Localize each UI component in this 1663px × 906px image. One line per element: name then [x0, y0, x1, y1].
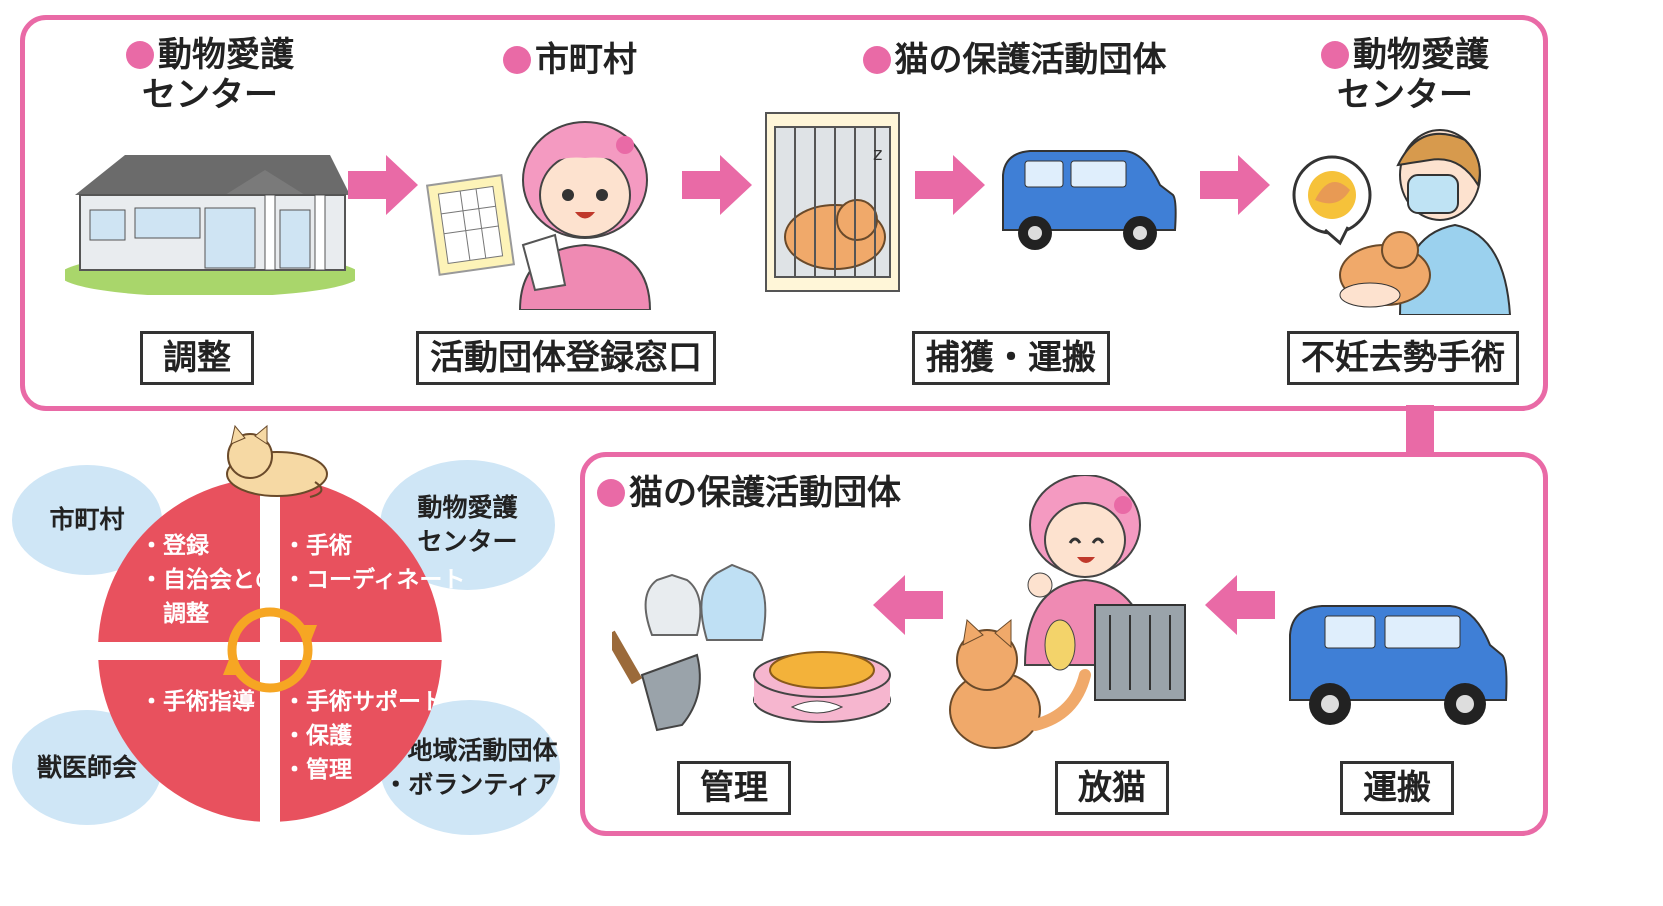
step-label-adjustment: 調整: [140, 331, 254, 385]
flow-arrow-right: [348, 155, 418, 215]
clerk-with-document-icon: [425, 121, 652, 310]
bullet-dot-icon: [126, 41, 154, 69]
releasing-cat-icon: [949, 475, 1186, 749]
svg-text:z: z: [873, 144, 882, 165]
cleanup-supplies-icon: [612, 563, 891, 732]
flow-arrow-right: [915, 155, 985, 215]
flow-arrow-right: [1200, 155, 1270, 215]
blue-car-icon: [1289, 605, 1508, 725]
org-heading-municipality: 市町村: [495, 40, 645, 80]
org-heading-center-1: 動物愛護 センター: [110, 35, 310, 115]
cat-in-cage-icon: z: [765, 112, 900, 292]
bullet-dot-icon: [503, 46, 531, 74]
flow-arrow-left: [1205, 575, 1275, 635]
role-tasks-vet-association: ・手術指導: [140, 689, 255, 715]
org-heading-protection-group-bottom: 猫の保護活動団体: [597, 473, 937, 513]
role-circle: [95, 475, 445, 825]
step-label-registration-window: 活動団体登録窓口: [416, 331, 716, 385]
sleeping-cat-icon: [226, 424, 328, 498]
bullet-dot-icon: [1321, 41, 1349, 69]
flow-arrow-left: [873, 575, 943, 635]
org-heading-protection-group: 猫の保護活動団体: [862, 40, 1167, 80]
step-label-release: 放猫: [1055, 761, 1169, 815]
bullet-dot-icon: [597, 479, 625, 507]
role-tasks-animal-center: ・手術 ・コーディネート: [283, 533, 466, 593]
step-label-management: 管理: [677, 761, 791, 815]
step-label-neuter-surgery: 不妊去勢手術: [1287, 331, 1519, 385]
flow-arrow-right: [682, 155, 752, 215]
step-label-transport: 運搬: [1340, 761, 1454, 815]
vet-holding-cat-icon: [1292, 129, 1512, 315]
blue-car-icon: [1002, 150, 1177, 250]
org-heading-center-2: 動物愛護 センター: [1305, 35, 1505, 115]
bullet-dot-icon: [862, 46, 891, 74]
building-icon: [65, 155, 355, 295]
step-label-capture-transport: 捕獲・運搬: [912, 331, 1110, 385]
role-tasks-municipality: ・登録 ・自治会との 調整: [140, 533, 278, 627]
role-tasks-volunteers: ・手術サポート ・保護 ・管理: [283, 689, 444, 783]
